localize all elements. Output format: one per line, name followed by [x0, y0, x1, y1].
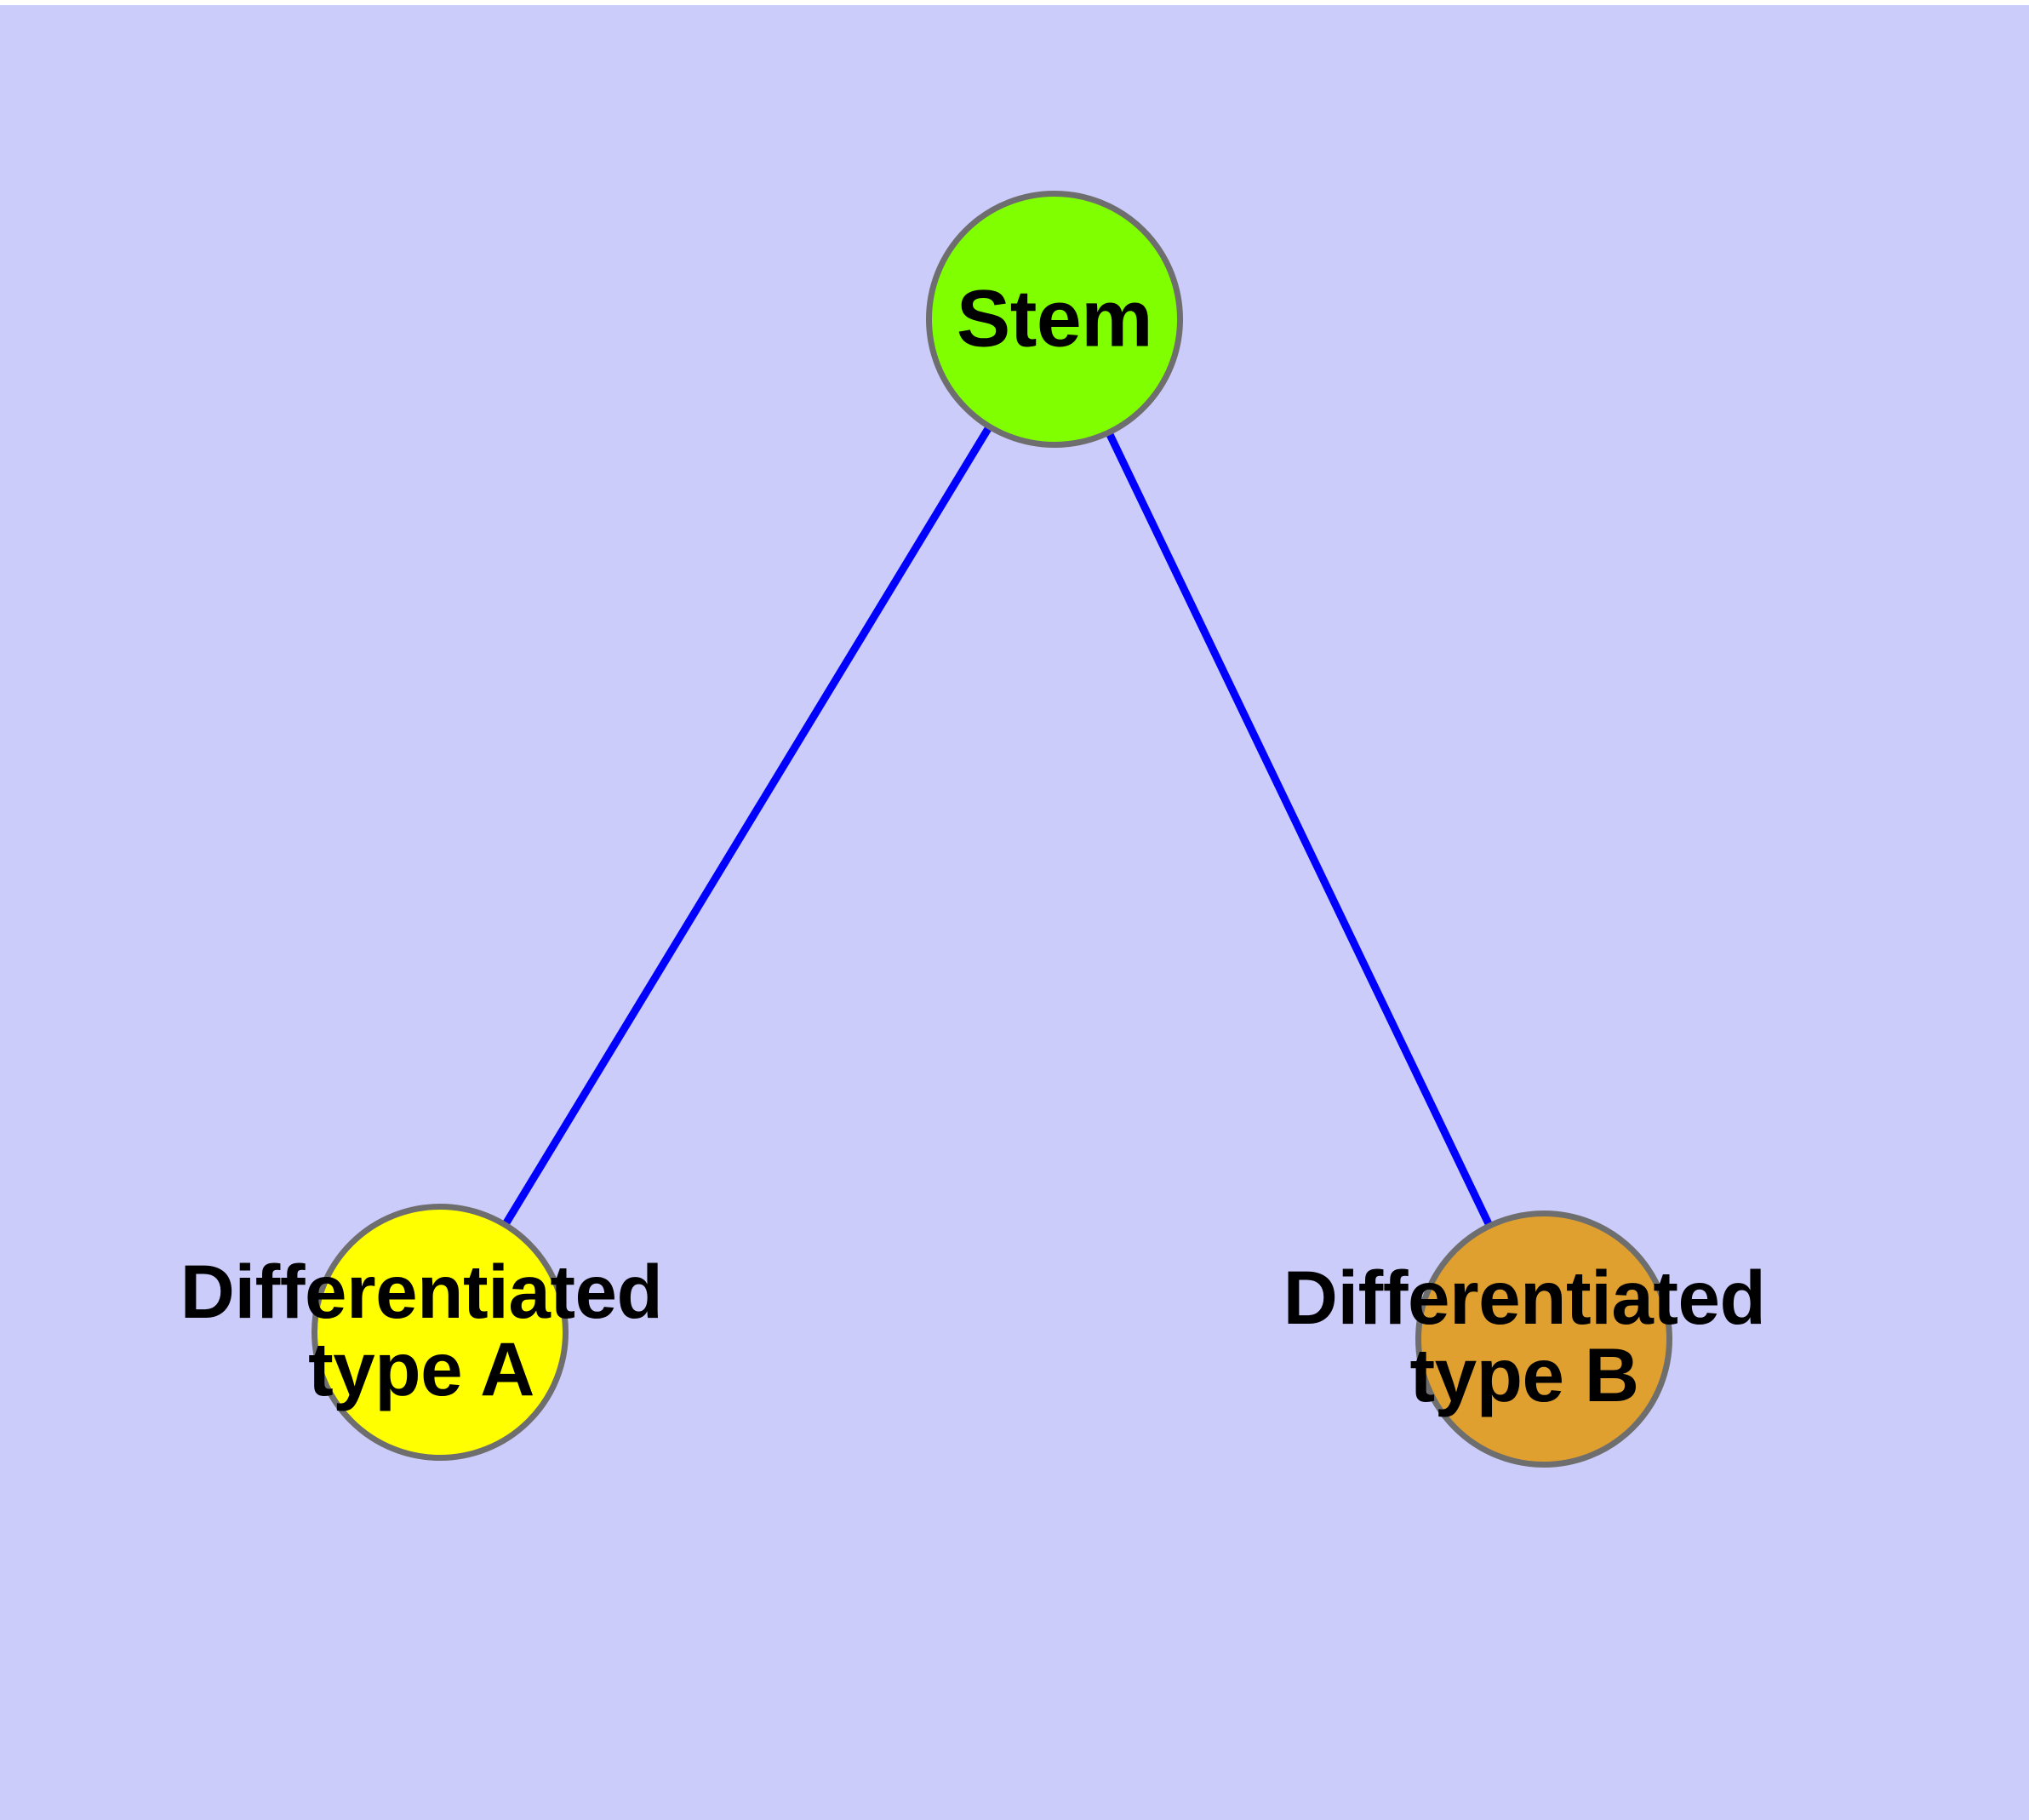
node-stem[interactable] [926, 191, 1183, 448]
node-differentiated-type-a[interactable] [311, 1204, 569, 1461]
canvas-top-strip [0, 0, 2029, 5]
node-differentiated-type-b[interactable] [1415, 1210, 1672, 1468]
edge-stem-to-type-a[interactable] [501, 425, 993, 1227]
node-layer [311, 191, 1672, 1468]
edge-layer [501, 425, 1494, 1228]
edge-stem-to-type-b[interactable] [1105, 431, 1494, 1228]
